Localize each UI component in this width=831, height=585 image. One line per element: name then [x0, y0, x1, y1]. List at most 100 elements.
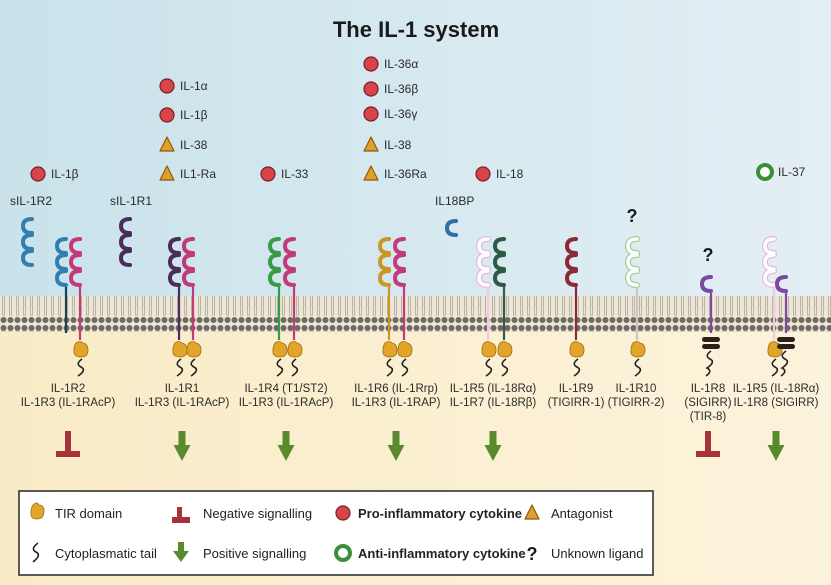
soluble-il1r1 [118, 217, 132, 267]
cytoplasmatic-tail-icon [190, 358, 198, 377]
ig-domain-inner [763, 237, 776, 287]
il1r5-chain [475, 236, 497, 377]
cytoplasmatic-tail-icon [771, 358, 779, 377]
legend-antagonist: Antagonist [551, 506, 613, 521]
negative-signalling-icon [696, 431, 720, 457]
ig-domain [774, 275, 788, 293]
negative-signalling-icon [56, 431, 80, 457]
ig-domain [392, 237, 406, 287]
ig-domain [282, 237, 296, 287]
tir-domain-icon [382, 341, 398, 358]
ligand-il-38: IL-38 [363, 136, 412, 152]
receptor-label-group: IL-1R6 (IL-1Rrp) IL-1R3 (IL-1RAP) [352, 383, 441, 409]
tir-domain-icon [630, 341, 646, 358]
ig-domain-inner [477, 237, 490, 287]
ig-domain [444, 219, 458, 237]
antagonist-icon [363, 136, 379, 152]
ligand-label: IL-37 [778, 165, 806, 179]
positive-signalling-icon [484, 431, 502, 461]
receptor-label-group: IL-1R5 (IL-18Rα)IL-1R7 (IL-18Rβ) [450, 383, 537, 409]
ig-domain [699, 275, 713, 293]
ligand-label: IL-36γ [384, 107, 417, 121]
legend-cytoplasmatic-tail: Cytoplasmatic tail [55, 546, 157, 561]
receptor-label-line: IL-1R6 (IL-1Rrp) [354, 383, 438, 395]
legend-pro-inflammatory-cytokine: Pro-inflammatory cytokine [358, 506, 522, 521]
ig-domain [167, 237, 181, 287]
pro-inflammatory-cytokine-icon [363, 56, 379, 72]
signals-layer [56, 431, 785, 461]
soluble-il1r2-label: sIL-1R2 [10, 194, 52, 208]
il1r8-chain [699, 275, 720, 377]
positive-signalling-icon [387, 431, 405, 461]
tir-domain-icon [172, 341, 188, 358]
il1r6-chain [377, 237, 398, 377]
tir-domain-icon [272, 341, 288, 358]
cytoplasmatic-tail-icon [780, 350, 789, 377]
ligand-label: IL-33 [281, 167, 309, 181]
unknown-ligand-mark-il1r8: ? [703, 245, 714, 265]
il1r9-chain [564, 237, 585, 377]
ligand-label: IL-38 [384, 138, 412, 152]
receptor-label-line: IL-1R7 (IL-18Rβ) [450, 397, 537, 409]
positive-signalling-icon [277, 431, 295, 461]
receptor-label-line: IL-1R5 (IL-18Rα) [733, 383, 820, 395]
ligand-label: IL-18 [496, 167, 524, 181]
ligand-il-36-: IL-36α [363, 56, 418, 72]
legend-tir-domain: TIR domain [55, 506, 122, 521]
cytoplasmatic-tail-icon [77, 358, 85, 377]
receptor-label-group: IL-1R4 (T1/ST2) IL-1R3 (IL-1RAcP) [239, 383, 334, 409]
cytoplasmatic-tail-icon [176, 358, 184, 377]
il1r1-chain [167, 237, 188, 377]
ig-domain [492, 237, 506, 287]
tir-domain-icon [497, 341, 513, 358]
receptor-label-line: IL-1R4 (T1/ST2) [244, 383, 327, 395]
legend-box [18, 490, 654, 576]
il1r3-chain [68, 237, 89, 377]
legend-anti-inflammatory-cytokine: Anti-inflammatory cytokine [358, 546, 526, 561]
legend: TIR domain Cytoplasmatic tail Negative s… [18, 490, 654, 576]
receptor-label-line: (TIR-8) [690, 411, 727, 423]
receptor-label-group: IL-1R5 (IL-18Rα)IL-1R8 (SIGIRR) [733, 383, 820, 409]
tir-domain-icon [287, 341, 303, 358]
pro-inflammatory-cytokine-icon [30, 166, 46, 182]
il18bp-label: IL18BP [435, 194, 474, 208]
anti-inflammatory-cytokine-icon [334, 544, 352, 562]
receptor-label-line: IL-1R3 (IL-1RAP) [352, 397, 441, 409]
receptor-label-group: IL-1R10(TIGIRR-2) [608, 383, 665, 409]
receptor-label-line: IL-1R3 (IL-1RAcP) [239, 397, 334, 409]
tir-domain-icon [569, 341, 585, 358]
antagonist-icon [159, 165, 175, 181]
receptor-label-line: (SIGIRR) [684, 397, 731, 409]
ig-domain-inner [626, 237, 639, 287]
pro-inflammatory-cytokine-icon [363, 106, 379, 122]
il1r10-chain [624, 236, 646, 377]
ig-domain [54, 237, 68, 287]
receptor-label-line: IL-1R3 (IL-1RAcP) [135, 397, 230, 409]
receptor-label-line: IL-1R1 [165, 383, 200, 395]
legend-negative-signalling: Negative signalling [203, 506, 312, 521]
ig-domain [118, 217, 132, 267]
receptor-label-line: IL-1R10 [616, 383, 657, 395]
pro-inflammatory-cytokine-icon [475, 166, 491, 182]
il1r5-chain [761, 236, 783, 377]
sigirr-band [702, 337, 720, 342]
receptors-layer [20, 217, 795, 377]
cytoplasmatic-tail-icon [32, 542, 40, 563]
tir-domain-icon [73, 341, 89, 358]
cytoplasmatic-tail-icon [705, 350, 714, 377]
sigirr-band [777, 337, 795, 342]
unknown-ligand-icon: ? [527, 544, 538, 564]
ig-domain [267, 237, 281, 287]
cytoplasmatic-tail-icon [573, 358, 581, 377]
ligand-il-38: IL-38 [159, 136, 208, 152]
ligand-il-33: IL-33 [260, 166, 309, 182]
pro-inflammatory-cytokine-icon [363, 81, 379, 97]
receptor-label-line: IL-1R8 [691, 383, 726, 395]
cytoplasmatic-tail-icon [401, 358, 409, 377]
receptor-label-line: (TIGIRR-1) [548, 397, 605, 409]
cytoplasmatic-tail-icon [291, 358, 299, 377]
tir-domain-icon [186, 341, 202, 358]
